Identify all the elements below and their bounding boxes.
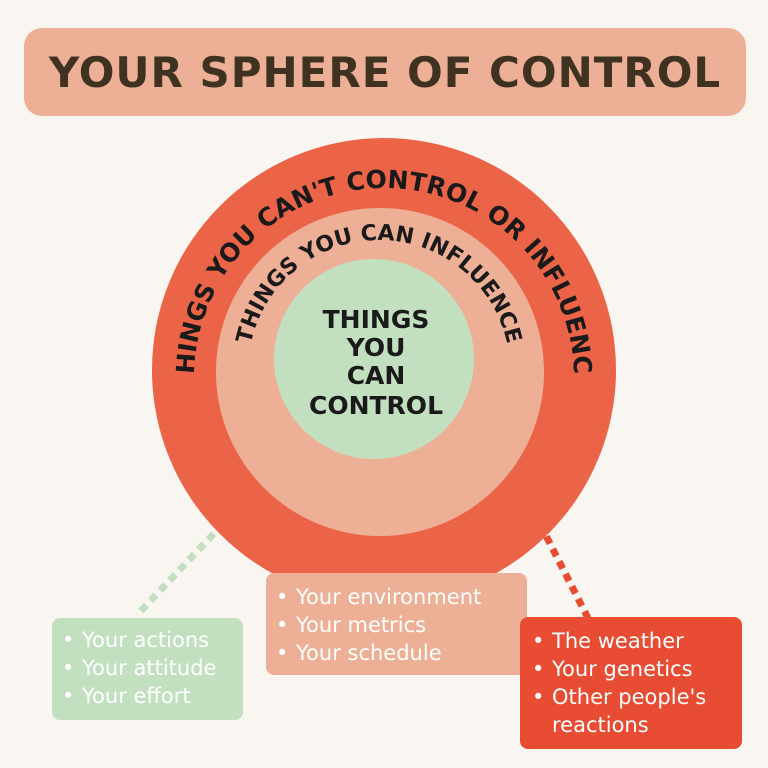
list-item: Your actions	[56, 626, 243, 654]
inner-line: CAN	[347, 361, 406, 390]
list-item: Your schedule	[270, 639, 527, 667]
list-item: Your genetics	[526, 655, 742, 683]
inner-circle	[274, 259, 474, 459]
inner-line: THINGS	[323, 305, 430, 334]
title-banner: YOUR SPHERE OF CONTROL	[24, 28, 746, 116]
cannot-control-box: The weather Your genetics Other people's…	[520, 617, 742, 749]
list-item: The weather	[526, 627, 742, 655]
inner-circle-label: THINGS YOU CAN CONTROL	[309, 305, 443, 420]
page-title: YOUR SPHERE OF CONTROL	[48, 47, 722, 97]
control-box: Your actions Your attitude Your effort	[52, 618, 243, 720]
inner-line: YOU	[346, 333, 406, 362]
list-item: Your metrics	[270, 611, 527, 639]
list-item: Your attitude	[56, 654, 243, 682]
list-item: Your effort	[56, 682, 243, 710]
list-item: Other people's reactions	[526, 683, 742, 739]
influence-box: Your environment Your metrics Your sched…	[266, 573, 527, 675]
list-item: Your environment	[270, 583, 527, 611]
inner-line: CONTROL	[309, 391, 443, 420]
connector-cannot-control	[536, 522, 592, 620]
